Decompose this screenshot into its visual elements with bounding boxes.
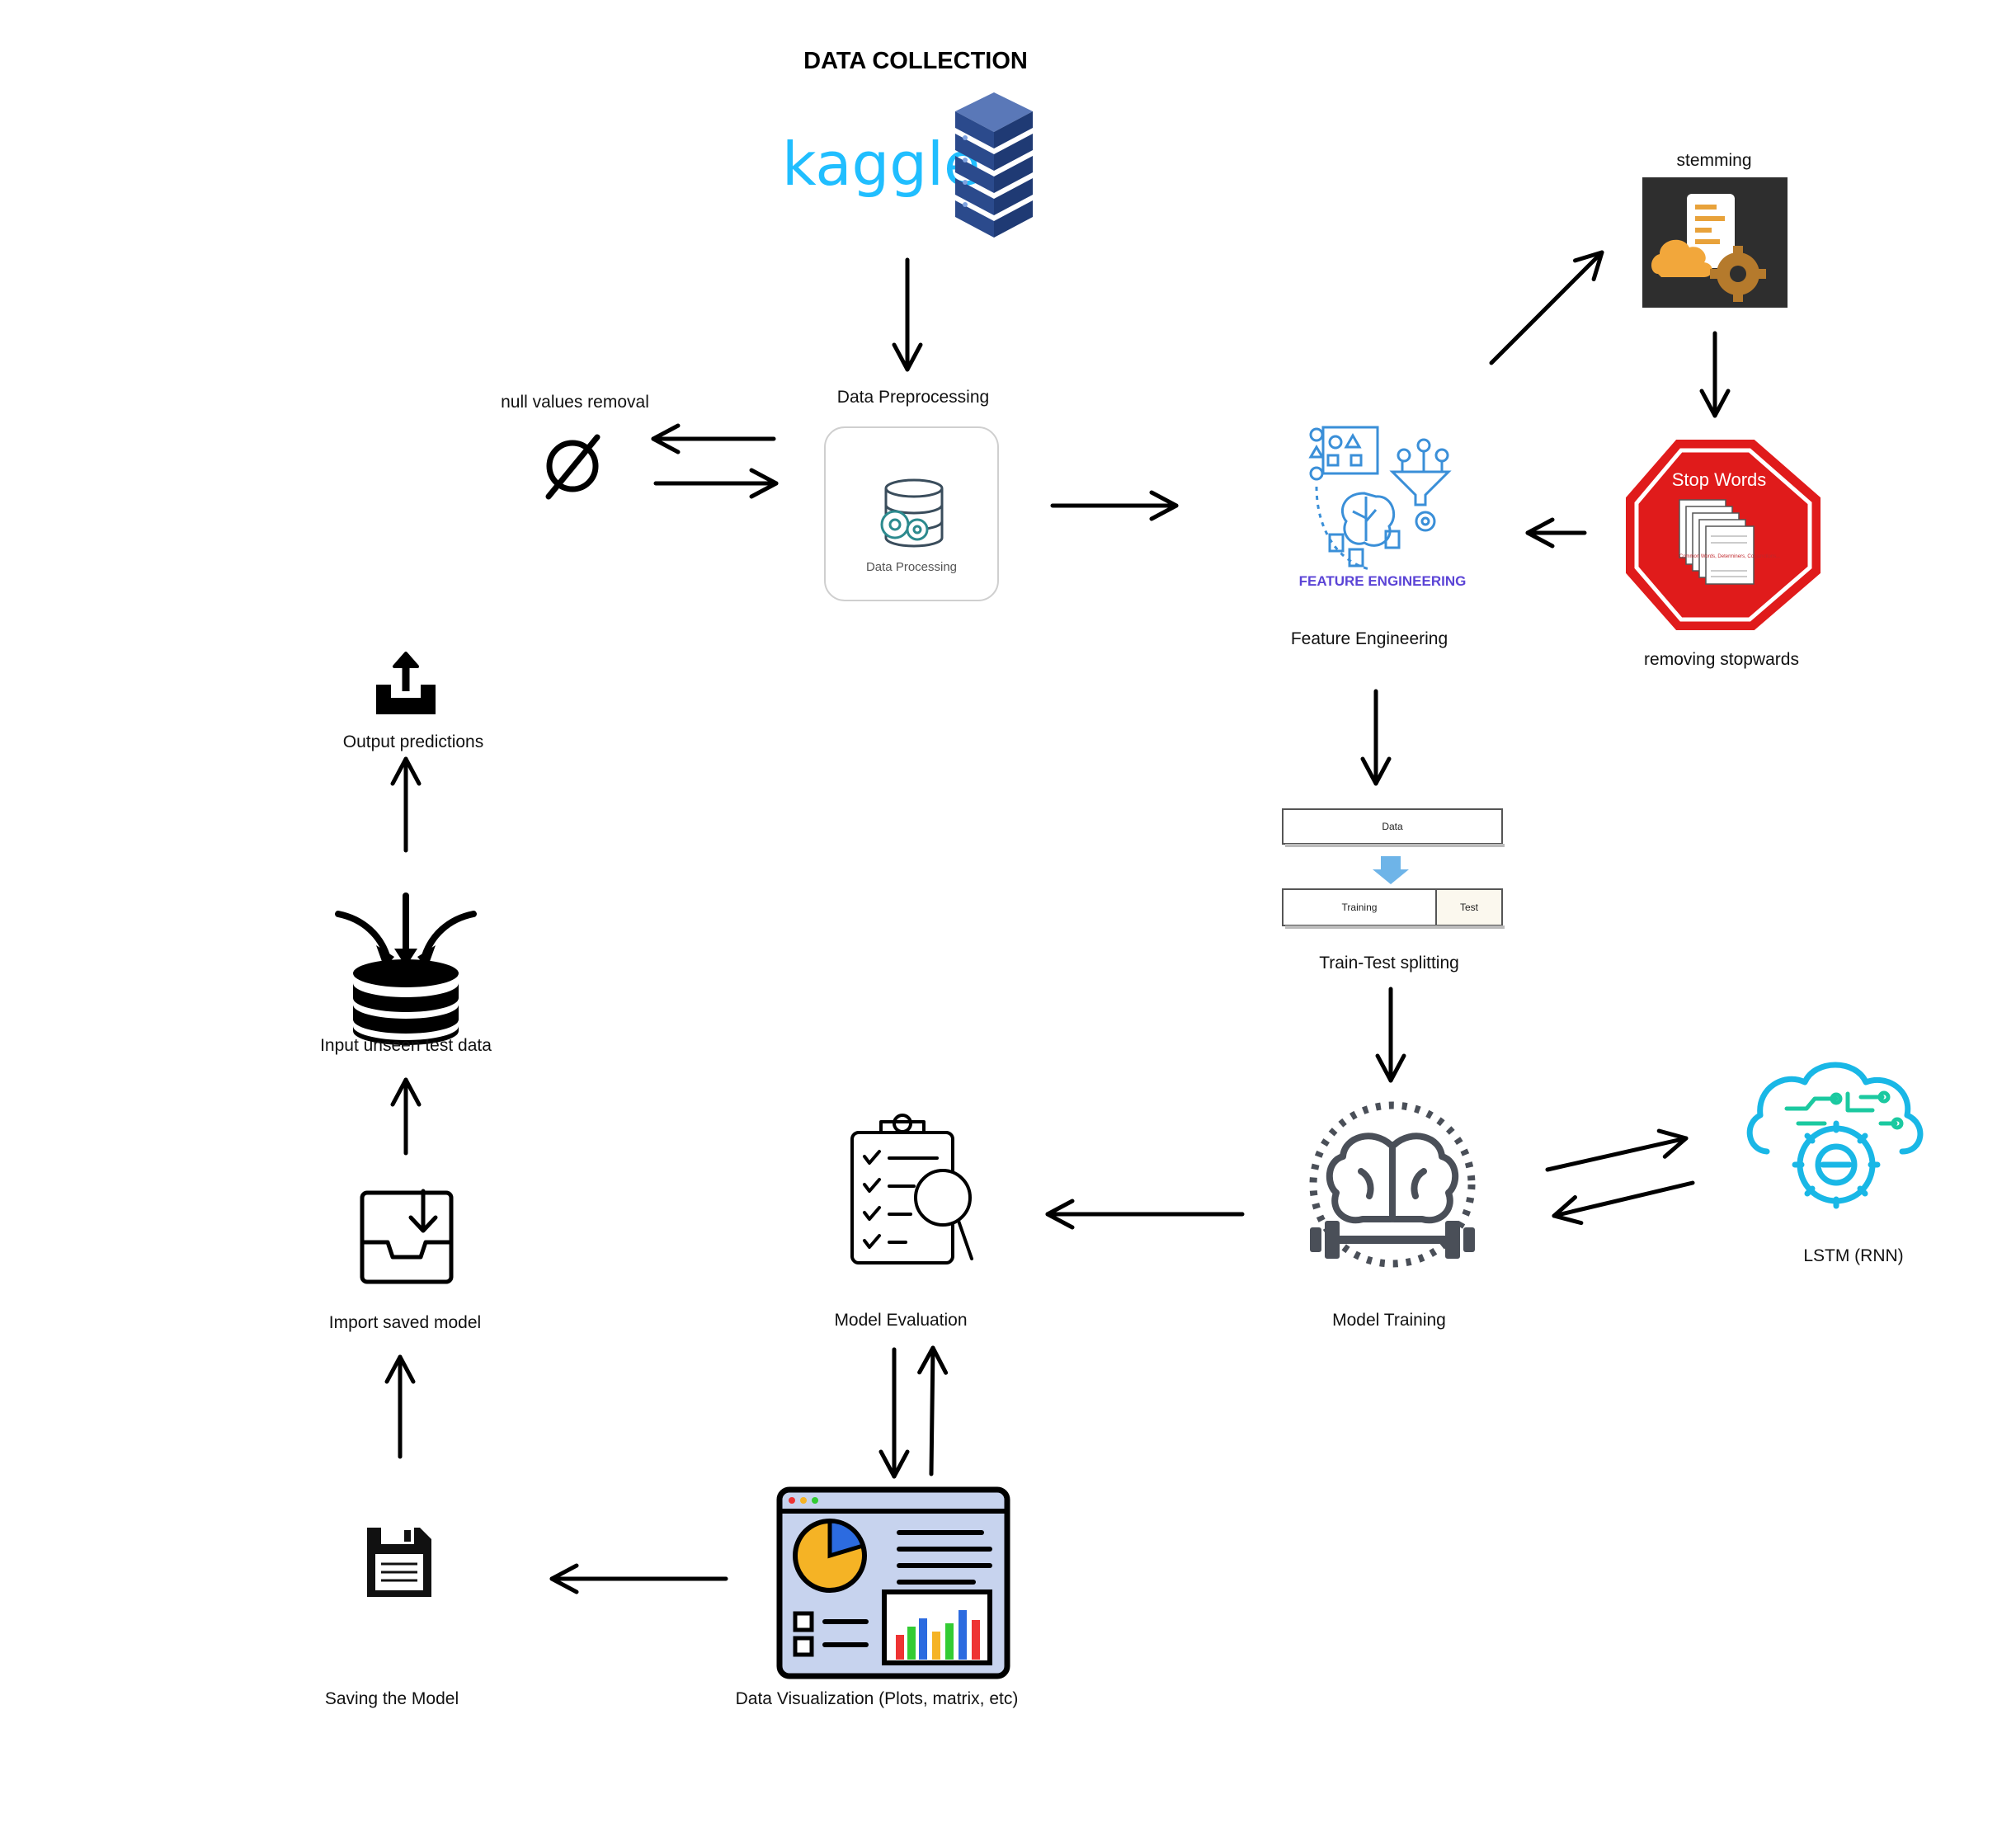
dashboard-icon (776, 1486, 1010, 1679)
data-preprocessing-label: Data Preprocessing (837, 388, 989, 407)
stop-words-sign-title: Stop Words (1672, 469, 1767, 490)
arrow-lstm-to-training (1552, 1180, 1695, 1226)
inbox-download-icon (360, 1189, 454, 1284)
saving-model-label: Saving the Model (325, 1689, 459, 1708)
train-test-split-graphic: Data Training Test (1282, 808, 1505, 929)
feature-engineering-card-text: FEATURE ENGINEERING (1299, 573, 1467, 589)
brain-dumbbell-icon (1309, 1101, 1476, 1268)
data-preprocessing-card: Data Processing (824, 426, 999, 601)
tray-upload-icon (376, 652, 436, 714)
cloud-gear-document-icon (1642, 177, 1788, 308)
null-values-removal-label: null values removal (501, 393, 649, 412)
floppy-disk-icon (367, 1528, 431, 1597)
feature-engineering-icon (1308, 426, 1452, 571)
stop-sign-icon: Stop Words Common Words, Determiners, Co… (1626, 440, 1821, 630)
diagram-title: DATA COLLECTION (803, 48, 1028, 74)
data-processing-card-text: Data Processing (866, 560, 957, 574)
kaggle-logo-text: kaggle (782, 130, 980, 199)
stemming-label: stemming (1676, 151, 1751, 170)
kaggle-node: kaggle (782, 92, 1033, 238)
output-predictions-label: Output predictions (343, 732, 483, 751)
kaggle-database-icon (955, 92, 1033, 238)
database-input-icon (335, 892, 477, 1045)
model-training-label: Model Training (1332, 1311, 1446, 1330)
input-test-data-label: Input unseen test data (320, 1036, 492, 1055)
data-visualization-label: Data Visualization (Plots, matrix, etc) (736, 1689, 1019, 1708)
database-gears-icon (880, 478, 944, 548)
split-test-text: Test (1460, 902, 1479, 913)
split-training-text: Training (1342, 902, 1378, 913)
arrow-training-to-lstm (1545, 1128, 1689, 1172)
stop-words-doc-text: Common Words, Determiners, Conjunctions.… (1679, 554, 1781, 559)
arrow-visualization-to-evaluation (917, 1345, 949, 1476)
removing-stopwords-label: removing stopwards (1644, 650, 1799, 669)
import-model-label: Import saved model (329, 1313, 481, 1332)
train-test-split-label: Train-Test splitting (1319, 954, 1459, 973)
cloud-gear-circuit-icon (1746, 1062, 1924, 1209)
split-down-arrow-icon (1373, 856, 1409, 884)
split-data-text: Data (1382, 821, 1403, 832)
arrow-feature-to-stemming (1489, 250, 1604, 365)
empty-set-icon (545, 434, 601, 500)
clipboard-magnifier-icon (850, 1114, 973, 1265)
feature-engineering-label: Feature Engineering (1291, 629, 1448, 648)
lstm-label: LSTM (RNN) (1803, 1246, 1903, 1265)
model-evaluation-label: Model Evaluation (834, 1311, 967, 1330)
